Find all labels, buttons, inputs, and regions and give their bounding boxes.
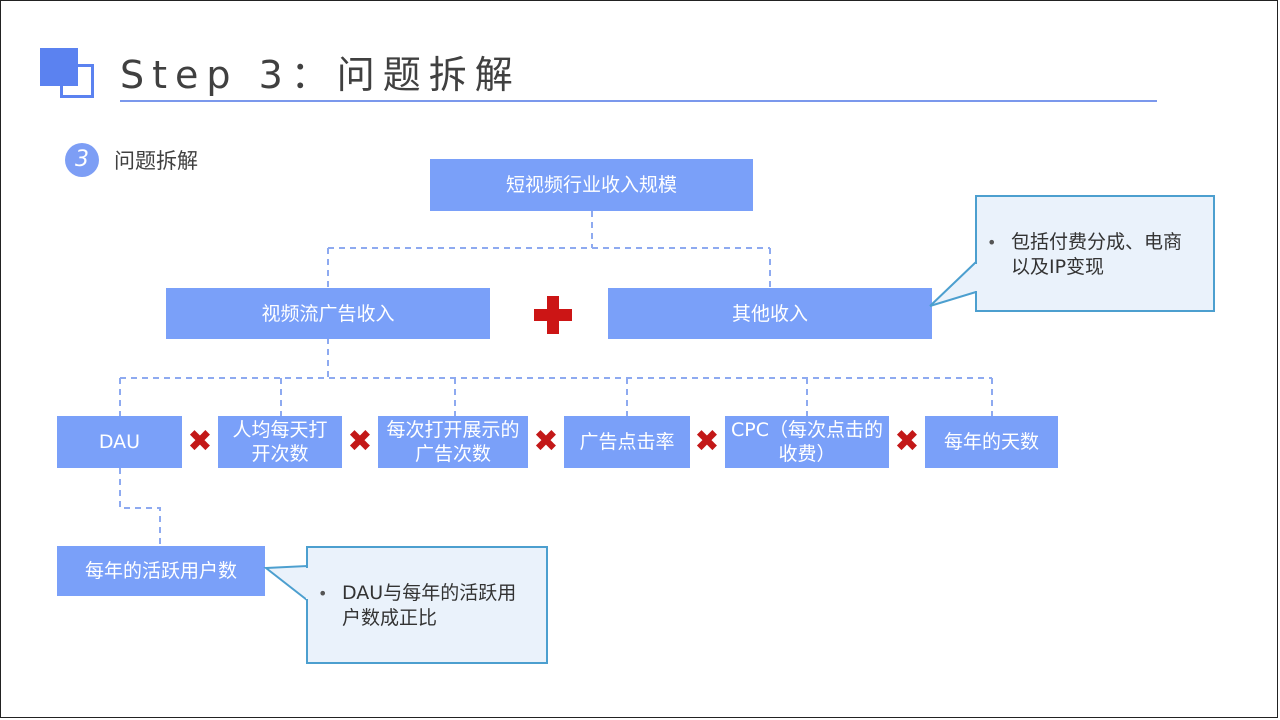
multiply-icon: ✖ [694,424,720,459]
annual-active-users-box: 每年的活跃用户数 [57,546,265,596]
multiply-icon: ✖ [187,424,213,459]
plus-operator-icon [534,296,572,334]
section-number-badge: 3 [65,143,99,177]
callout-other-revenue-text: 包括付费分成、电商以及IP变现 [977,230,1197,280]
other-revenue-box: 其他收入 [608,288,932,339]
callout-seam [306,568,309,599]
ad-revenue-box: 视频流广告收入 [166,288,490,339]
connector-dau-to-annual [119,468,161,546]
factor-cpc: CPC（每次点击的收费） [725,416,889,468]
multiply-icon: ✖ [347,424,373,459]
multiply-icon: ✖ [533,424,559,459]
multiply-icon: ✖ [894,424,920,459]
callout-pointer-dau [263,564,308,603]
root-box: 短视频行业收入规模 [430,159,753,211]
factor-ads-per-open: 每次打开展示的广告次数 [378,416,528,468]
title-underline [120,100,1157,102]
factor-dau: DAU [57,416,182,468]
callout-other-revenue: 包括付费分成、电商以及IP变现 [975,195,1215,312]
factor-ctr: 广告点击率 [564,416,690,468]
callout-seam [975,264,978,291]
page-title: Step 3：问题拆解 [120,53,521,97]
section-label: 问题拆解 [114,149,198,173]
callout-dau-text: DAU与每年的活跃用户数成正比 [308,581,526,631]
header-square-filled-icon [40,48,78,86]
callout-pointer-other [929,259,977,307]
factor-avg-opens: 人均每天打开次数 [218,416,342,468]
connector-root-to-level1 [327,211,771,288]
callout-dau: DAU与每年的活跃用户数成正比 [306,546,548,664]
factor-days: 每年的天数 [925,416,1058,468]
